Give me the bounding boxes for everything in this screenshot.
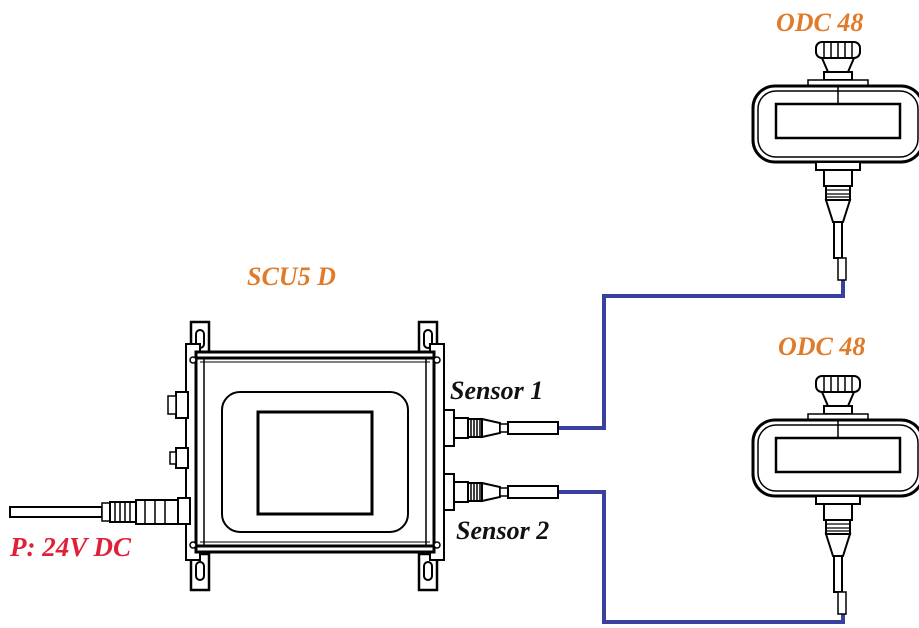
sensor-2-label: Sensor 2	[456, 516, 550, 545]
sensor-2-connector	[443, 473, 559, 511]
odc-sensor-bottom	[751, 374, 919, 615]
sensor-1-connector	[443, 409, 559, 447]
sensor-1-label: Sensor 1	[450, 376, 544, 405]
odc-sensor-top	[751, 40, 919, 281]
odc-bottom-label: ODC 48	[778, 332, 866, 361]
scu5-controller	[167, 320, 445, 592]
power-label: P: 24V DC	[10, 532, 132, 562]
power-cable	[9, 499, 179, 525]
odc-top-label: ODC 48	[776, 8, 864, 37]
cable-sensor-1	[558, 276, 845, 430]
controller-label: SCU5 D	[247, 262, 336, 291]
cable-sensor-2	[558, 490, 845, 624]
